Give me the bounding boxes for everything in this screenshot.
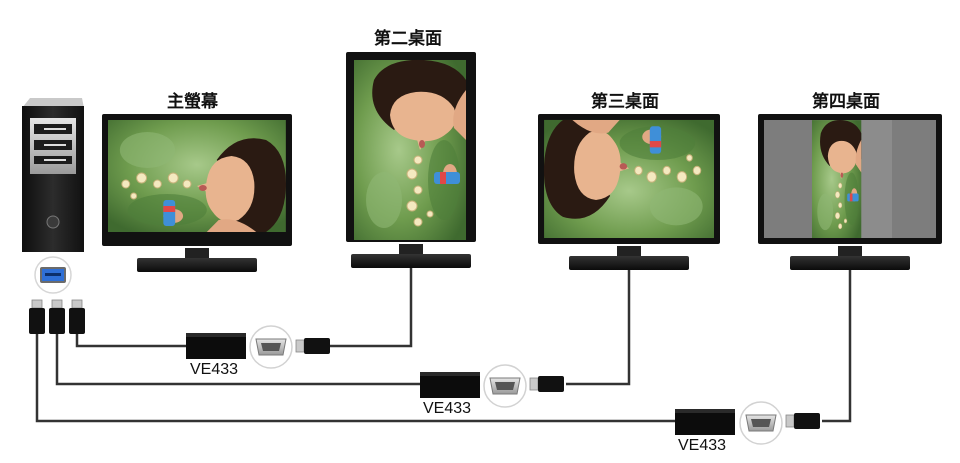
cables bbox=[35, 268, 852, 423]
monitor-fourth bbox=[758, 114, 942, 270]
usb-port-icon bbox=[34, 256, 72, 294]
monitor-label-main: 主螢幕 bbox=[167, 92, 218, 112]
pc-tower bbox=[22, 98, 84, 252]
monitor-label-fourth: 第四桌面 bbox=[812, 92, 880, 112]
monitor-label-second: 第二桌面 bbox=[374, 29, 442, 49]
monitor-third bbox=[538, 114, 720, 270]
monitor-second bbox=[346, 52, 476, 268]
adapter-label-3: VE433 bbox=[678, 437, 727, 454]
adapter-label-2: VE433 bbox=[423, 400, 472, 417]
monitor-label-third: 第三桌面 bbox=[591, 92, 659, 112]
adapter-label-1: VE433 bbox=[190, 361, 239, 378]
monitor-main bbox=[102, 114, 292, 272]
displayport-plugs bbox=[29, 299, 85, 334]
